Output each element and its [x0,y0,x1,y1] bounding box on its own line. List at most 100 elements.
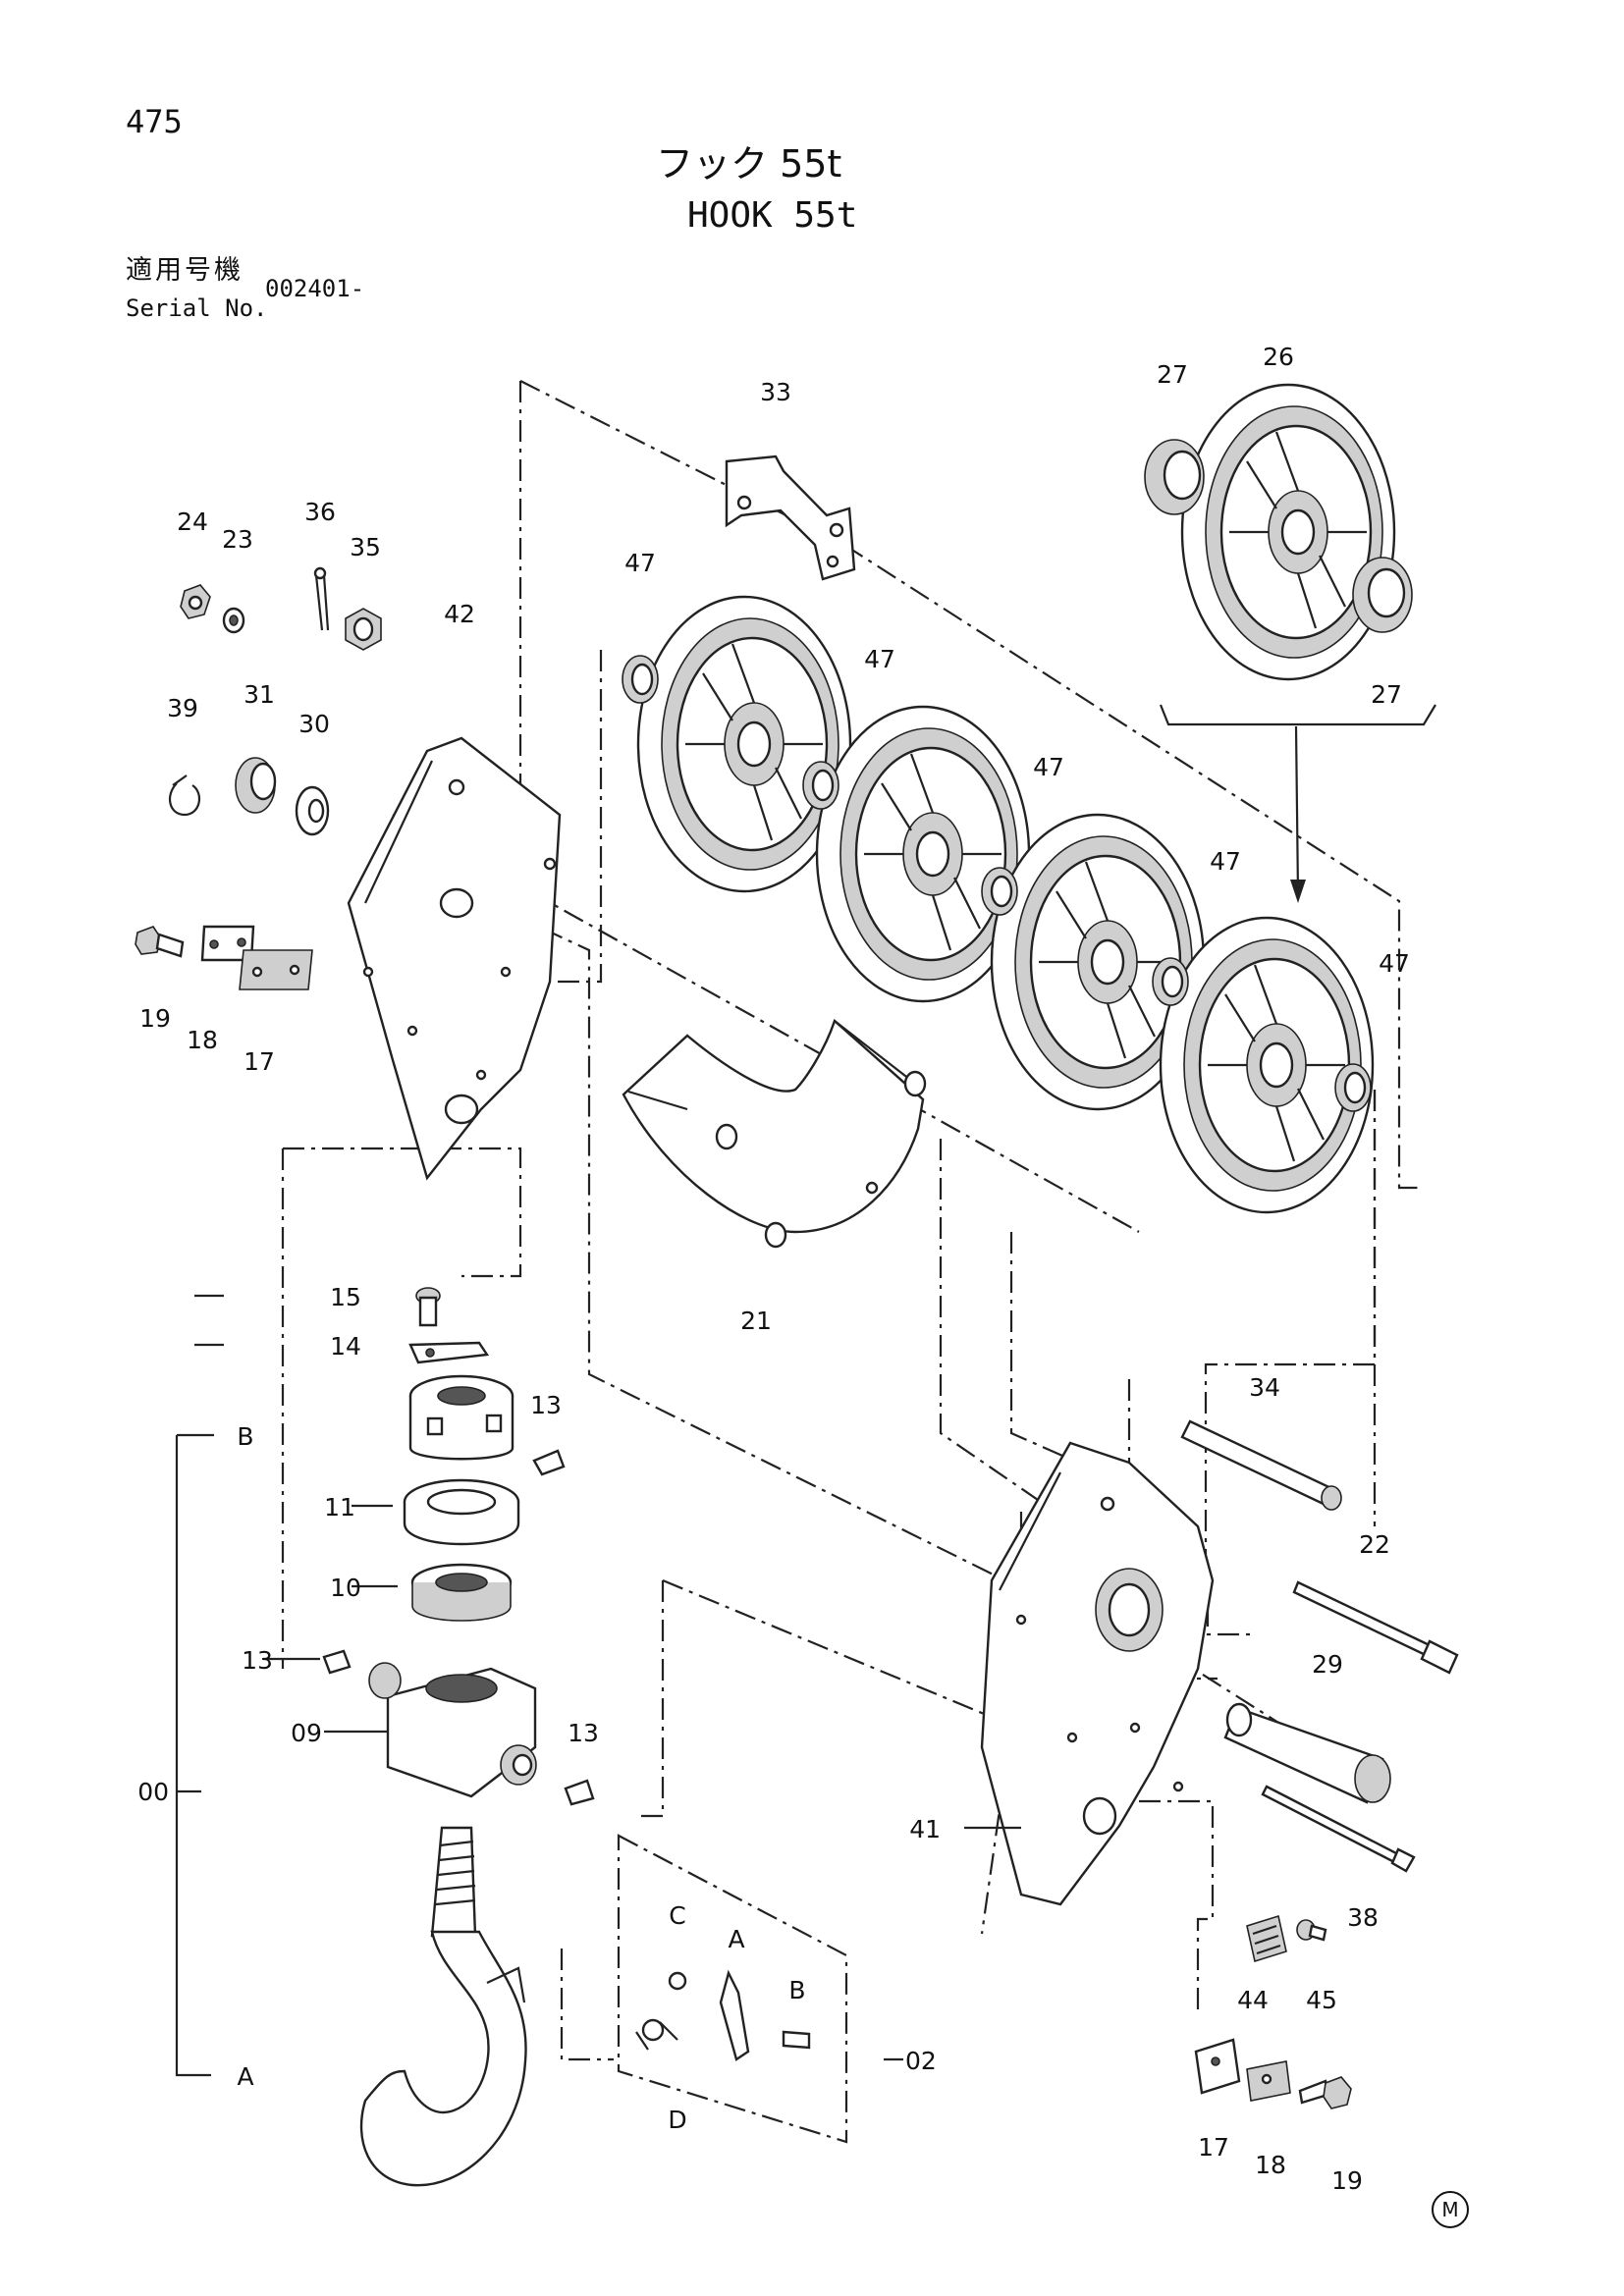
bracket-33 [725,454,856,581]
callout-C: C [669,1901,685,1930]
grease-nipple-13-upper [532,1449,566,1476]
shaft-29 [1223,1702,1391,1804]
serial-number-value: 002401- [265,275,365,302]
label-39: 39 [167,694,198,722]
washer-23 [222,607,245,634]
castle-nut-35 [345,608,382,651]
label-30: 30 [298,710,330,738]
label-02: 02 [905,2047,937,2075]
label-47-2: 47 [864,645,895,673]
side-plate-42 [347,736,562,1181]
hook [359,1826,527,2187]
label-27-upper: 27 [1157,360,1188,389]
callout-A-latch: A [728,1925,744,1953]
label-44: 44 [1237,1986,1269,2014]
pin-34 [1180,1419,1342,1511]
label-19-lower: 19 [1331,2166,1363,2195]
bolt-15 [415,1287,441,1327]
bolt-19-upper [135,926,185,958]
sheave-row-1 [636,595,852,893]
side-plate-41 [980,1441,1215,1906]
label-42: 42 [444,600,475,628]
label-00: 00 [137,1778,169,1806]
label-35: 35 [350,533,381,561]
cotter-pin-36 [313,566,330,631]
plate-44 [1246,1914,1287,1963]
latch-kit-02 [617,1834,848,2144]
bearing-27-upper [1144,439,1205,515]
label-23: 23 [222,525,253,554]
label-22: 22 [1359,1530,1390,1559]
label-17-lower: 17 [1198,2133,1229,2162]
spacer-ring-47-4 [1152,957,1189,1006]
manufacturer-mark: M [1432,2191,1469,2228]
label-27-lower: 27 [1371,680,1402,709]
sheave-row-3 [990,813,1206,1111]
label-47-5: 47 [1379,949,1410,978]
sheave-row-2 [815,705,1031,1003]
label-47-4: 47 [1210,847,1241,876]
snap-ring-39 [168,774,201,817]
label-14: 14 [330,1332,361,1361]
sheave-row-4 [1159,916,1375,1214]
label-41: 41 [909,1815,941,1843]
bolt-19-lower [1298,2076,1352,2109]
hook-nut-B [408,1374,514,1461]
callout-B-assembly: B [237,1422,253,1451]
grease-nipple-13-left [322,1649,352,1675]
label-36: 36 [304,498,336,526]
bearing-nut-31 [235,757,277,814]
bearing-27-lower [1352,557,1413,633]
spacer-ring-47-1 [622,655,659,704]
serial-label-japanese: 適用号機 [126,255,244,286]
grease-nipple-13-right [564,1779,595,1806]
bolt-22 [1292,1580,1459,1675]
trunnion-09 [368,1662,537,1798]
label-09: 09 [291,1719,322,1747]
washer-plate-18-lower [1246,2060,1291,2102]
label-31: 31 [244,680,275,709]
label-21: 21 [740,1307,772,1335]
callout-D: D [668,2106,686,2134]
label-47-1: 47 [624,549,656,577]
page-title-japanese: フック 55t [656,142,842,186]
page-number: 475 [126,103,183,140]
label-38: 38 [1347,1903,1379,1932]
label-13-left: 13 [242,1646,273,1675]
lock-plate-14 [408,1341,490,1364]
plate-17-upper [239,949,313,990]
spacer-ring-47-2 [802,761,839,810]
serial-label-english: Serial No. [126,294,268,322]
sheave-26 [1180,383,1396,681]
guard-21 [622,1018,927,1249]
callout-A-assembly: A [237,2062,253,2091]
label-18-upper: 18 [187,1026,218,1054]
label-26: 26 [1263,343,1294,371]
nut-24 [180,584,211,619]
plate-17-lower [1194,2038,1241,2095]
label-13-upper: 13 [530,1391,562,1419]
label-34: 34 [1249,1373,1280,1402]
bolt-45 [1296,1919,1327,1942]
label-33: 33 [760,378,791,406]
label-13-right: 13 [568,1719,599,1747]
thrust-bearing-10 [410,1563,513,1622]
bracket-brace [1159,704,1436,903]
label-24: 24 [177,507,208,536]
label-19-upper: 19 [139,1004,171,1033]
lock-washer-30 [295,785,330,836]
label-17-upper: 17 [244,1047,275,1076]
spacer-ring-47-5 [1334,1063,1372,1112]
race-11 [403,1478,520,1546]
callout-B-latch: B [788,1976,805,2004]
label-10: 10 [330,1574,361,1602]
label-11: 11 [324,1493,355,1522]
label-15: 15 [330,1283,361,1311]
spacer-ring-47-3 [981,867,1018,916]
rod-38 [1261,1785,1416,1873]
label-18-lower: 18 [1255,2151,1286,2179]
label-45: 45 [1306,1986,1337,2014]
label-47-3: 47 [1033,753,1064,781]
